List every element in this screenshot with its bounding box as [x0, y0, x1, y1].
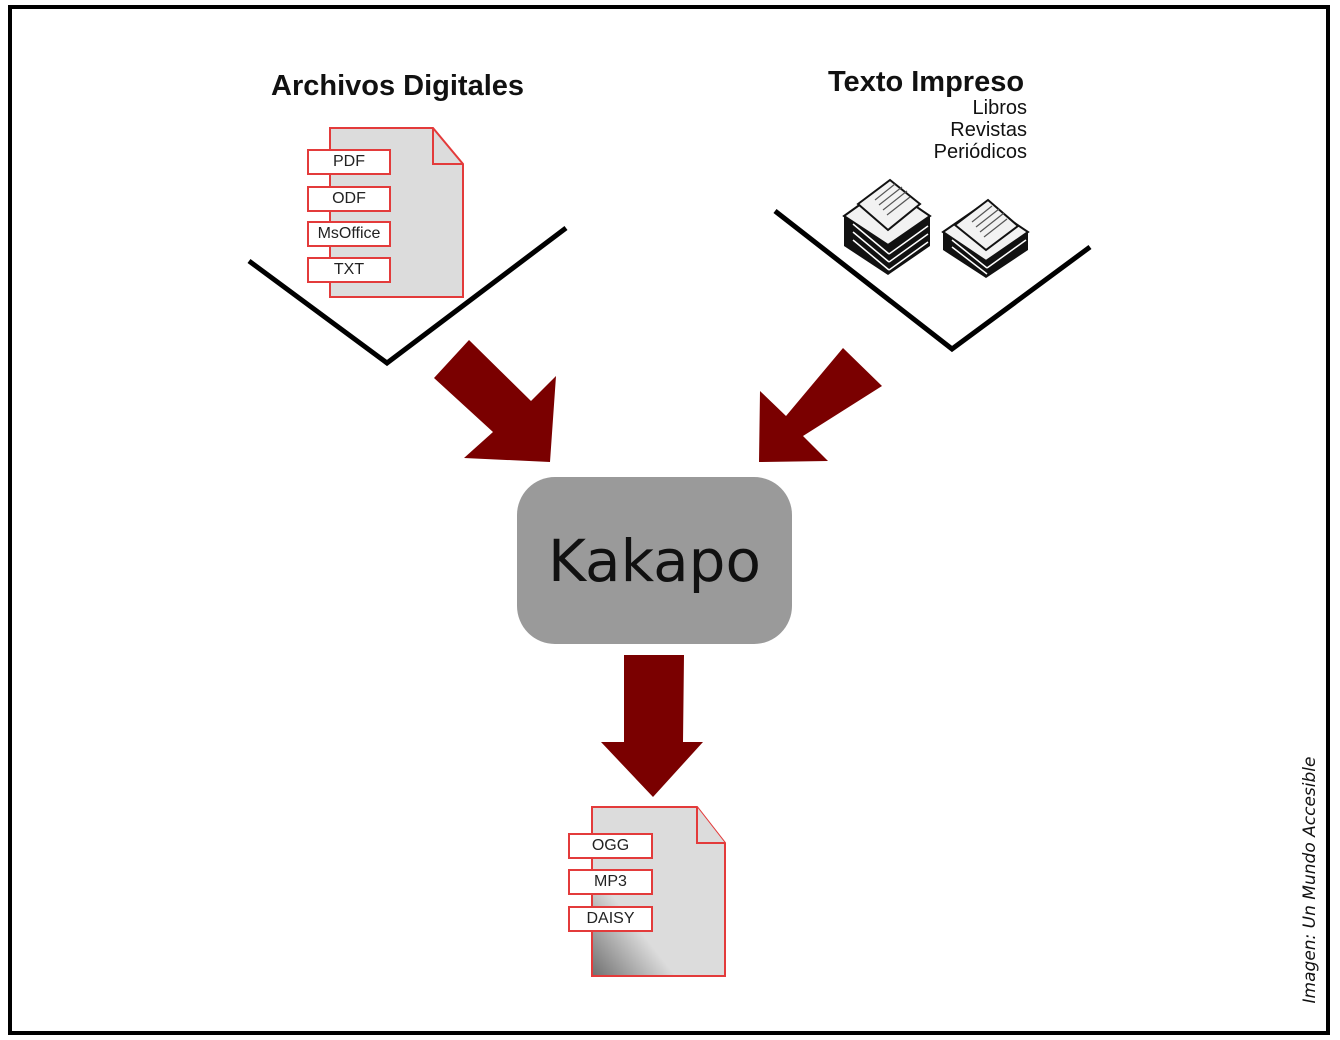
print-stack-icon-right — [941, 198, 1030, 278]
kakapo-label: Kakapo — [548, 526, 761, 595]
print-stack-icon-left — [842, 178, 932, 275]
arrow-from-print — [759, 348, 882, 462]
output-tag-ogg: OGG — [568, 833, 653, 859]
output-tag-mp3: MP3 — [568, 869, 653, 895]
digital-files-title: Archivos Digitales — [271, 70, 525, 102]
format-tag-pdf: PDF — [307, 149, 391, 175]
arrow-from-digital — [434, 340, 556, 462]
output-tag-daisy: DAISY — [568, 906, 653, 932]
format-tag-odf: ODF — [307, 186, 391, 212]
print-funnel — [773, 209, 1092, 353]
image-credit: Imagen: Un Mundo Accesible — [1300, 756, 1320, 1004]
format-tag-txt: TXT — [307, 257, 391, 283]
printed-item-magazines: Revistas — [950, 119, 1027, 141]
printed-item-newspapers: Periódicos — [933, 141, 1027, 163]
kakapo-processor: Kakapo — [517, 477, 792, 644]
arrow-to-output — [601, 655, 703, 797]
printed-text-title: Texto Impreso — [828, 66, 1025, 98]
printed-item-books: Libros — [972, 97, 1027, 119]
diagram-frame — [8, 5, 1330, 1035]
format-tag-msoffice: MsOffice — [307, 221, 391, 247]
digital-funnel — [247, 226, 568, 367]
